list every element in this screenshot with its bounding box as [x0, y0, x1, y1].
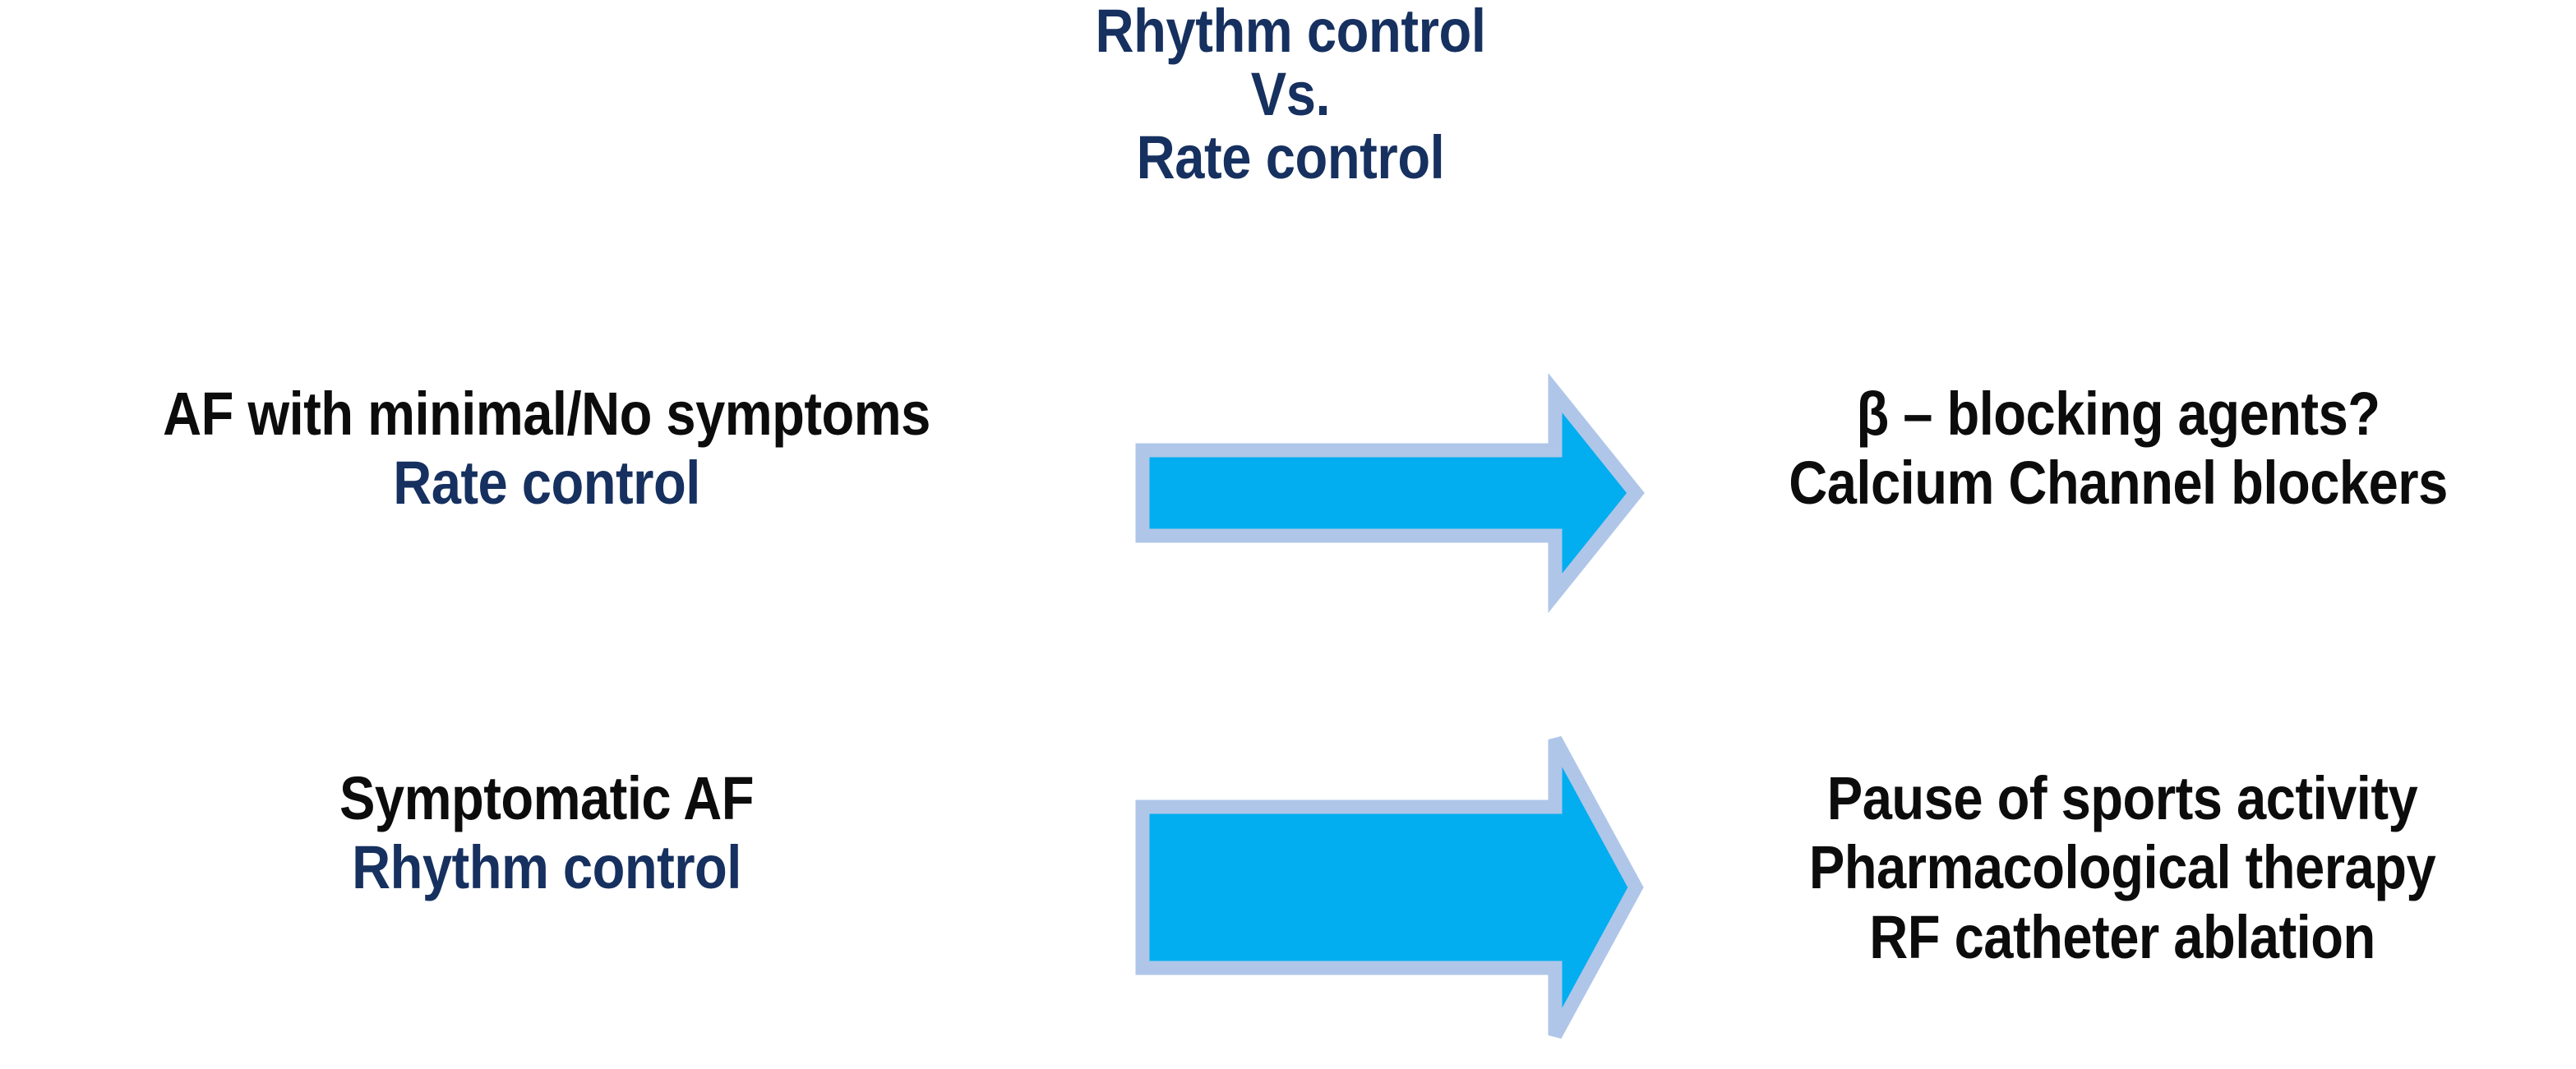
- right-arrow-icon: [1135, 735, 1644, 1039]
- row-2-condition-label: Symptomatic AF Rhythm control: [58, 764, 1036, 903]
- row-1-condition-line-1: AF with minimal/No symptoms: [163, 380, 930, 448]
- row-2-treatment-line-2: Pharmacological therapy: [1808, 833, 2436, 902]
- row-1-treatment-line-1: β – blocking agents?: [1856, 380, 2380, 448]
- row-1-condition-label: AF with minimal/No symptoms Rate control: [0, 380, 1093, 518]
- row-2-condition-line-2: Rhythm control: [352, 833, 741, 902]
- title-line-2: Vs.: [1250, 59, 1331, 128]
- row-2-condition-line-1: Symptomatic AF: [339, 764, 755, 832]
- row-2-treatment-label: Pause of sports activity Pharmacological…: [1669, 764, 2576, 972]
- title-line-3: Rate control: [1136, 122, 1445, 191]
- row-2-treatment-line-1: Pause of sports activity: [1826, 764, 2418, 832]
- row-1-treatment-line-2: Calcium Channel blockers: [1789, 449, 2448, 518]
- title-line-1: Rhythm control: [1095, 0, 1486, 65]
- row-2-treatment-line-3: RF catheter ablation: [1869, 902, 2375, 971]
- right-arrow-icon: [1135, 372, 1645, 614]
- row-1-treatment-label: β – blocking agents? Calcium Channel blo…: [1660, 380, 2576, 518]
- diagram-title: Rhythm control Vs. Rate control: [863, 0, 1718, 190]
- row-1-condition-line-2: Rate control: [393, 449, 700, 518]
